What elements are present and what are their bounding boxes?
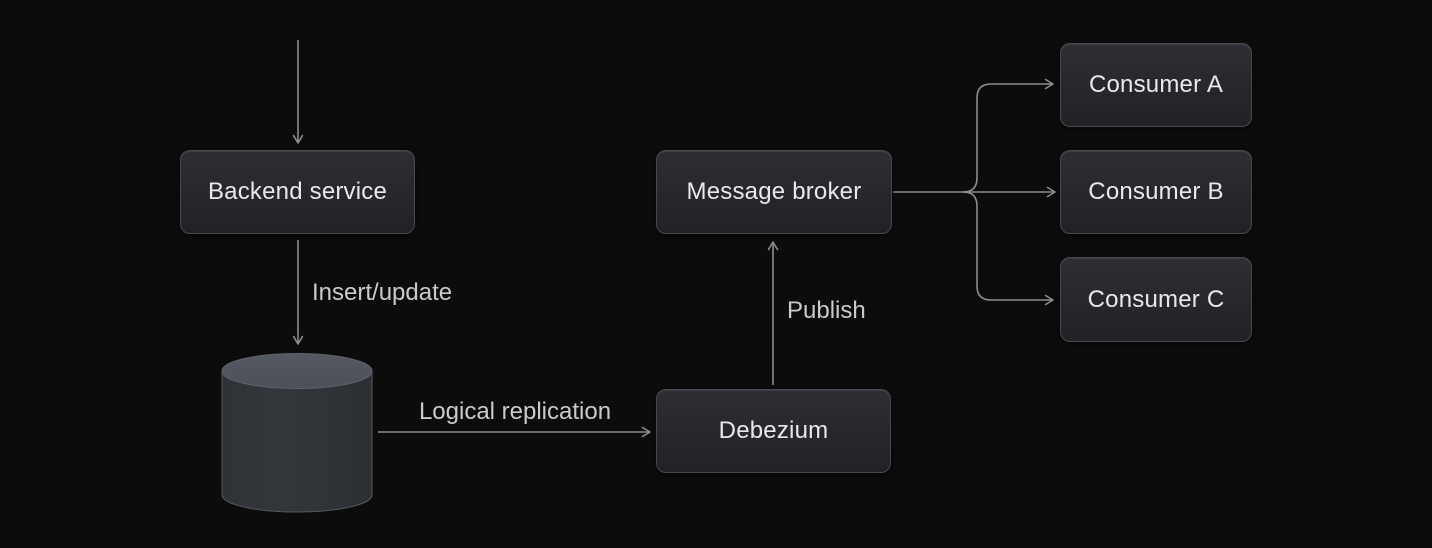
edge-label-insert-update: Insert/update	[312, 279, 453, 306]
consumer-c-label: Consumer C	[1087, 285, 1225, 313]
message-broker-node: Message broker	[656, 150, 892, 234]
debezium-label: Debezium	[718, 417, 829, 444]
consumer-a-node: Consumer A	[1060, 43, 1252, 127]
database-cylinder	[221, 353, 373, 513]
consumer-a-label: Consumer A	[1088, 71, 1224, 98]
consumer-b-node: Consumer B	[1060, 150, 1252, 234]
edge-label-logical-replication: Logical replication	[418, 398, 612, 425]
debezium-node: Debezium	[656, 389, 891, 473]
database-cylinder-top	[221, 353, 373, 389]
backend-service-label: Backend service	[207, 178, 388, 205]
edge-label-publish: Publish	[787, 297, 866, 324]
consumer-b-label: Consumer B	[1088, 178, 1224, 205]
message-broker-label: Message broker	[686, 178, 862, 205]
edge-broker-to-consumer-c	[962, 191, 1054, 306]
edge-broker-to-consumer-a	[962, 78, 1054, 193]
consumer-c-node: Consumer C	[1060, 257, 1252, 342]
backend-service-node: Backend service	[180, 150, 415, 234]
